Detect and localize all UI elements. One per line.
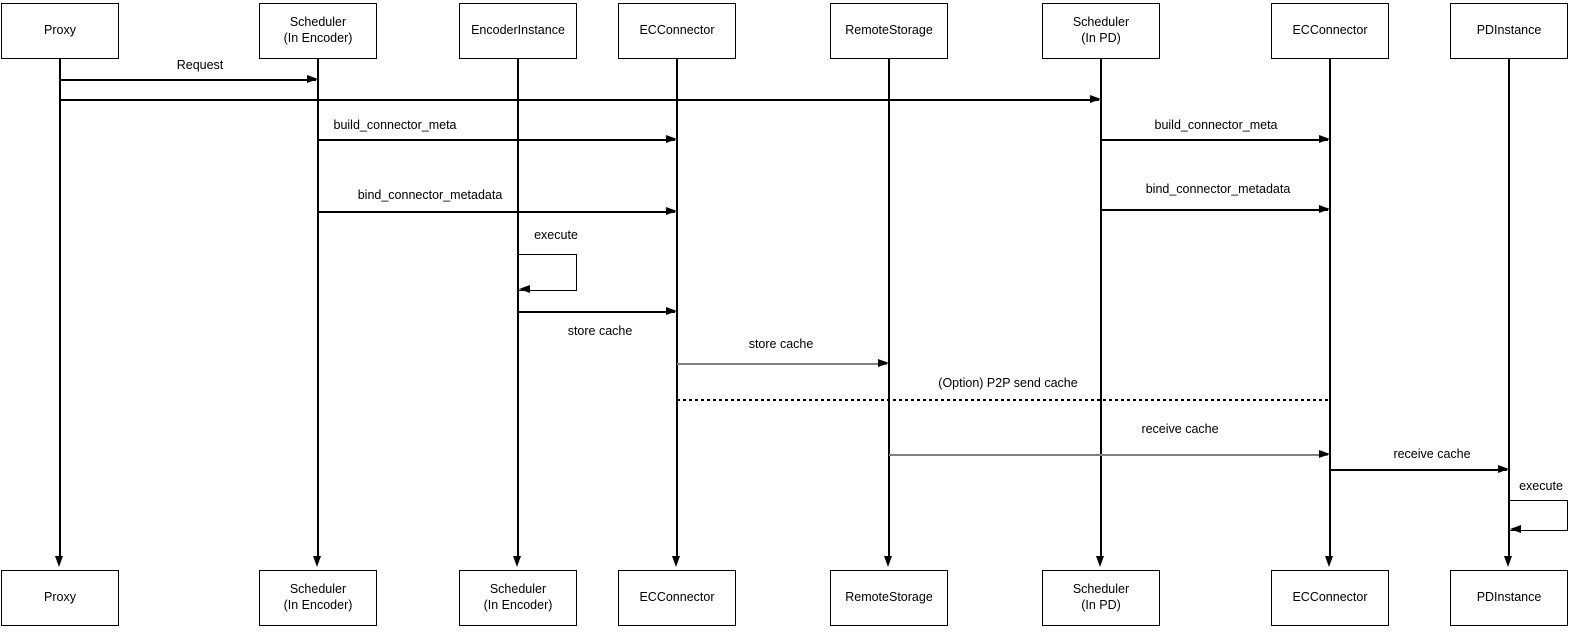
message-label-store-cache-1: store cache — [566, 324, 634, 338]
message-label-p2p-send-cache: (Option) P2P send cache — [937, 376, 1079, 390]
actor-box-bottom-pd-instance: PDInstance — [1450, 570, 1568, 626]
message-line-receive-cache-1 — [889, 454, 1328, 456]
lifeline-encoder-instance — [517, 59, 519, 558]
message-label-store-cache-2: store cache — [747, 337, 815, 351]
message-line-bind-connector-metadata-left — [318, 211, 675, 213]
actor-box-bottom-scheduler-pd: Scheduler (In PD) — [1042, 570, 1160, 626]
actor-box-top-ec-connector-right: ECConnector — [1271, 3, 1389, 59]
message-line-build-connector-meta-left — [318, 139, 675, 141]
arrowhead-icon — [519, 285, 530, 293]
message-label-receive-cache-1: receive cache — [1140, 422, 1220, 436]
lifeline-arrowhead-icon — [1096, 556, 1104, 567]
actor-box-bottom-remote-storage: RemoteStorage — [830, 570, 948, 626]
lifeline-arrowhead-icon — [313, 556, 321, 567]
message-label-request: Request — [175, 58, 225, 72]
actor-box-top-ec-connector-left: ECConnector — [618, 3, 736, 59]
arrowhead-icon — [307, 75, 318, 83]
arrowhead-icon — [1510, 525, 1521, 533]
lifeline-arrowhead-icon — [513, 556, 521, 567]
message-label-execute-pd: execute — [1518, 479, 1564, 493]
arrowhead-icon — [1319, 450, 1330, 458]
actor-box-top-encoder-instance: EncoderInstance — [459, 3, 577, 59]
message-label-execute-encoder: execute — [533, 228, 579, 242]
message-label-bind-connector-metadata-left: bind_connector_metadata — [356, 188, 504, 202]
lifeline-arrowhead-icon — [55, 556, 63, 567]
message-line-p2p-send-cache — [677, 399, 1330, 401]
message-label-build-connector-meta-left: build_connector_meta — [332, 118, 458, 132]
message-label-receive-cache-2: receive cache — [1392, 447, 1472, 461]
lifeline-scheduler-pd — [1100, 59, 1102, 558]
actor-box-top-scheduler-encoder: Scheduler (In Encoder) — [259, 3, 377, 59]
message-line-receive-cache-2 — [1330, 469, 1507, 471]
lifeline-arrowhead-icon — [1325, 556, 1333, 567]
message-line-proxy-to-scheduler-pd — [60, 99, 1099, 101]
arrowhead-icon — [666, 135, 677, 143]
message-line-request — [60, 79, 316, 81]
arrowhead-icon — [1090, 95, 1101, 103]
arrowhead-icon — [878, 359, 889, 367]
lifeline-arrowhead-icon — [672, 556, 680, 567]
actor-box-top-proxy: Proxy — [1, 3, 119, 59]
actor-box-top-scheduler-pd: Scheduler (In PD) — [1042, 3, 1160, 59]
lifeline-remote-storage — [888, 59, 890, 558]
arrowhead-icon — [1498, 465, 1509, 473]
lifeline-scheduler-encoder — [317, 59, 319, 558]
actor-box-bottom-scheduler-encoder: Scheduler (In Encoder) — [259, 570, 377, 626]
message-line-bind-connector-metadata-right — [1101, 209, 1328, 211]
arrowhead-icon — [1319, 135, 1330, 143]
lifeline-arrowhead-icon — [884, 556, 892, 567]
self-loop-execute-encoder — [518, 254, 577, 291]
message-line-store-cache-2 — [677, 363, 887, 365]
message-label-build-connector-meta-right: build_connector_meta — [1153, 118, 1279, 132]
actor-box-bottom-proxy: Proxy — [1, 570, 119, 626]
lifeline-arrowhead-icon — [1504, 556, 1512, 567]
actor-box-bottom-encoder-instance: Scheduler (In Encoder) — [459, 570, 577, 626]
message-line-store-cache-1 — [518, 311, 675, 313]
message-line-build-connector-meta-right — [1101, 139, 1328, 141]
self-loop-execute-pd — [1509, 500, 1568, 531]
lifeline-proxy — [59, 59, 61, 558]
message-label-bind-connector-metadata-right: bind_connector_metadata — [1144, 182, 1292, 196]
actor-box-top-remote-storage: RemoteStorage — [830, 3, 948, 59]
lifeline-pd-instance — [1508, 59, 1510, 558]
actor-box-bottom-ec-connector-right: ECConnector — [1271, 570, 1389, 626]
actor-box-bottom-ec-connector-left: ECConnector — [618, 570, 736, 626]
arrowhead-icon — [1319, 205, 1330, 213]
arrowhead-icon — [666, 307, 677, 315]
actor-box-top-pd-instance: PDInstance — [1450, 3, 1568, 59]
lifeline-ec-connector-right — [1329, 59, 1331, 558]
arrowhead-icon — [666, 207, 677, 215]
